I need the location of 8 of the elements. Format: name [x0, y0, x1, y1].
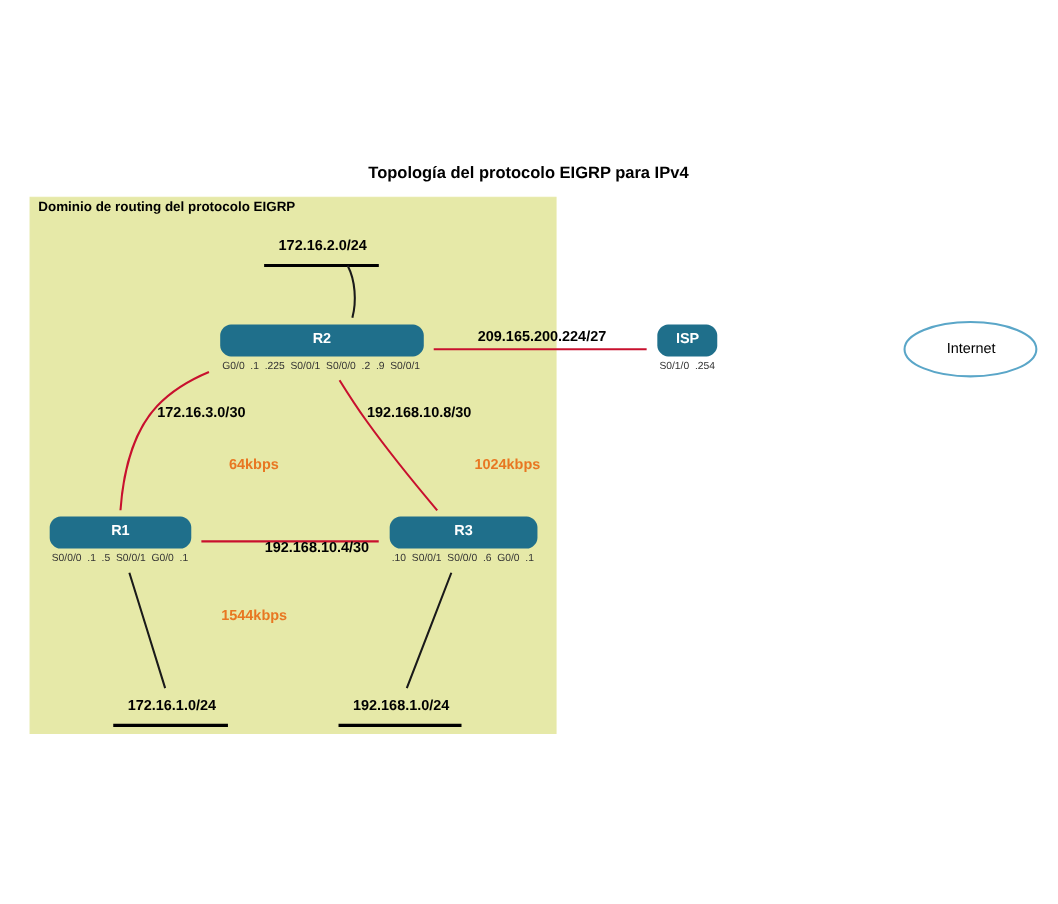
- connector: [338, 379, 438, 511]
- connector: [405, 572, 453, 689]
- diagram-title: Topología del protocolo EIGRP para IPv4: [368, 164, 689, 183]
- connector: [128, 572, 167, 689]
- connector: [201, 540, 379, 543]
- connector: [346, 265, 356, 318]
- connector: [433, 348, 647, 351]
- connector: [119, 371, 210, 511]
